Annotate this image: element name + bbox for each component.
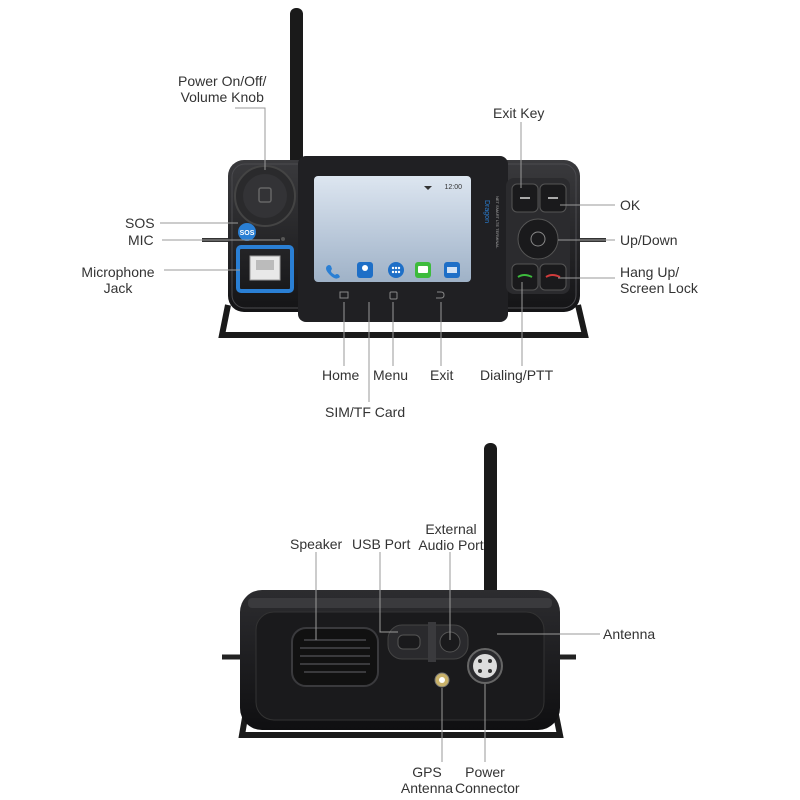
label-home: Home: [322, 367, 360, 383]
dialing-ptt-key[interactable]: [511, 263, 539, 291]
label-power-connector: Power Connector: [455, 764, 520, 796]
label-exit-key: Exit Key: [493, 105, 545, 121]
sos-button-text: SOS: [240, 230, 255, 237]
label-sim-tf: SIM/TF Card: [325, 404, 406, 420]
label-up-down: Up/Down: [620, 232, 678, 248]
label-antenna: Antenna: [603, 626, 656, 642]
label-external-audio: External Audio Port: [418, 521, 484, 553]
label-speaker: Speaker: [290, 536, 343, 552]
label-gps-antenna: GPS Antenna: [400, 764, 454, 796]
home-key-icon[interactable]: [339, 291, 349, 299]
screen-brand: Dragon: [483, 200, 490, 223]
front-antenna: [290, 8, 303, 173]
back-view: [222, 443, 576, 738]
label-ok: OK: [620, 197, 641, 213]
label-mic: MIC: [128, 232, 154, 248]
label-microphone-jack: Microphone Jack: [81, 264, 155, 296]
label-menu: Menu: [373, 367, 409, 383]
sos-button[interactable]: [238, 223, 256, 241]
back-antenna[interactable]: [484, 443, 497, 635]
label-sos: SOS: [125, 215, 155, 231]
screen-time: 12:00: [444, 184, 462, 191]
screen-model-line: NET SMART LTE TERMINAL: [495, 196, 500, 249]
label-hang-up: Hang Up/ Screen Lock: [620, 264, 698, 296]
call-icon: [517, 274, 533, 278]
hang-up-icon: [545, 274, 561, 278]
mic-hole: [281, 237, 285, 241]
label-exit: Exit: [430, 367, 454, 383]
microphone-jack[interactable]: [236, 245, 294, 293]
front-view: SOS 12:00 Dragon NET SMART LTE TERMINAL: [202, 8, 606, 338]
back-leader-lines: [315, 552, 600, 762]
label-power-knob: Power On/Off/ Volume Knob: [178, 73, 267, 105]
apps-grid-icon[interactable]: [388, 262, 404, 278]
menu-key-icon[interactable]: [389, 291, 398, 300]
label-usb-port: USB Port: [352, 536, 411, 552]
touch-screen[interactable]: [314, 176, 471, 282]
hang-up-key[interactable]: [539, 263, 567, 291]
front-leader-lines: [160, 107, 615, 402]
exit-key-icon[interactable]: [436, 291, 445, 299]
up-down-dpad[interactable]: [517, 218, 559, 260]
usb-port[interactable]: [397, 634, 421, 650]
label-dialing-ptt: Dialing/PTT: [480, 367, 554, 383]
